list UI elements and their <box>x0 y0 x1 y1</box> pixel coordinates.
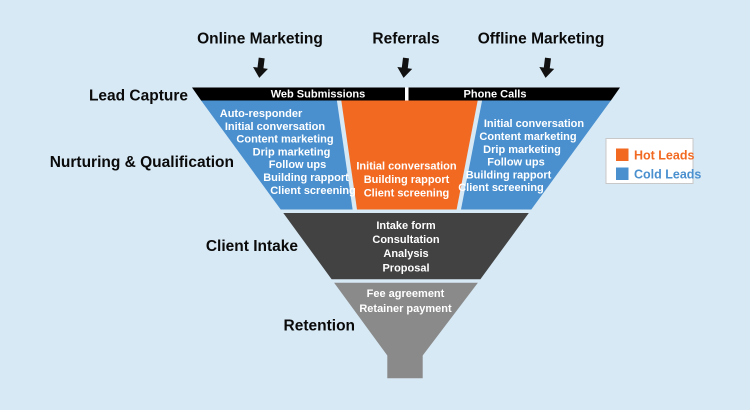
nurturing-web-step: Content marketing <box>236 134 333 146</box>
nurturing-web-step: Client screening <box>270 185 356 197</box>
nurturing-referral-step: Client screening <box>364 188 450 200</box>
source-labels: Online Marketing Referrals Offline Marke… <box>197 31 604 48</box>
nurturing-referral-wedge <box>341 100 478 210</box>
stage-labels: Lead Capture Nurturing & Qualification C… <box>50 88 355 335</box>
legend-hot-leads-label: Hot Leads <box>634 148 694 162</box>
retention-shape <box>334 282 478 379</box>
retention-step: Fee agreement <box>367 288 445 300</box>
intake-step: Consultation <box>372 234 439 246</box>
nurturing-web-step: Initial conversation <box>225 121 326 133</box>
intake-step: Analysis <box>383 248 428 260</box>
nurturing-web-step: Auto-responder <box>220 108 303 120</box>
stage-label-lead-capture: Lead Capture <box>89 88 188 105</box>
nurturing-phone-step: Initial conversation <box>484 118 585 130</box>
client-intake-section: Intake form Consultation Analysis Propos… <box>283 213 529 280</box>
source-label-referrals: Referrals <box>372 31 439 48</box>
nurturing-phone-step: Content marketing <box>479 131 576 143</box>
down-arrow-icon <box>253 57 268 78</box>
nurturing-phone-step: Drip marketing <box>483 144 561 156</box>
legend-cold-leads-label: Cold Leads <box>634 167 701 181</box>
nurturing-section: Auto-responder Initial conversation Cont… <box>201 100 611 210</box>
cold-leads-swatch-icon <box>616 167 629 180</box>
capture-bar-web-label: Web Submissions <box>271 88 366 100</box>
capture-bar-phone-label: Phone Calls <box>464 88 527 100</box>
nurturing-web-step: Building rapport <box>263 172 349 184</box>
stage-label-nurturing: Nurturing & Qualification <box>50 154 234 171</box>
stage-label-client-intake: Client Intake <box>206 238 299 255</box>
capture-bar-divider <box>405 87 409 101</box>
nurturing-web-wedge <box>201 100 353 210</box>
nurturing-referral-step: Initial conversation <box>356 161 457 173</box>
source-label-online-marketing: Online Marketing <box>197 31 323 48</box>
nurturing-phone-step: Follow ups <box>487 157 544 169</box>
down-arrow-icon <box>397 57 413 78</box>
nurturing-phone-step: Client screening <box>458 182 544 194</box>
nurturing-phone-step: Building rapport <box>466 169 552 181</box>
retention-step: Retainer payment <box>359 303 452 315</box>
source-label-offline-marketing: Offline Marketing <box>478 31 605 48</box>
lead-capture-bar: Web Submissions Phone Calls <box>192 87 620 101</box>
nurturing-web-step: Drip marketing <box>253 146 331 158</box>
nurturing-referral-steps: Initial conversation Building rapport Cl… <box>356 161 457 200</box>
intake-step: Intake form <box>376 220 436 232</box>
hot-leads-swatch-icon <box>616 148 629 161</box>
nurturing-referral-step: Building rapport <box>364 174 450 186</box>
nurturing-phone-steps: Initial conversation Content marketing D… <box>458 118 584 194</box>
client-intake-shape <box>283 213 529 280</box>
retention-section: Fee agreement Retainer payment <box>334 282 478 379</box>
legend: Hot Leads Cold Leads <box>605 138 701 184</box>
nurturing-web-steps: Auto-responder Initial conversation Cont… <box>220 108 356 197</box>
intake-step: Proposal <box>382 262 429 274</box>
nurturing-web-step: Follow ups <box>269 159 326 171</box>
source-arrows <box>253 57 555 78</box>
down-arrow-icon <box>539 57 555 78</box>
nurturing-phone-wedge <box>461 100 611 210</box>
stage-label-retention: Retention <box>284 318 355 335</box>
